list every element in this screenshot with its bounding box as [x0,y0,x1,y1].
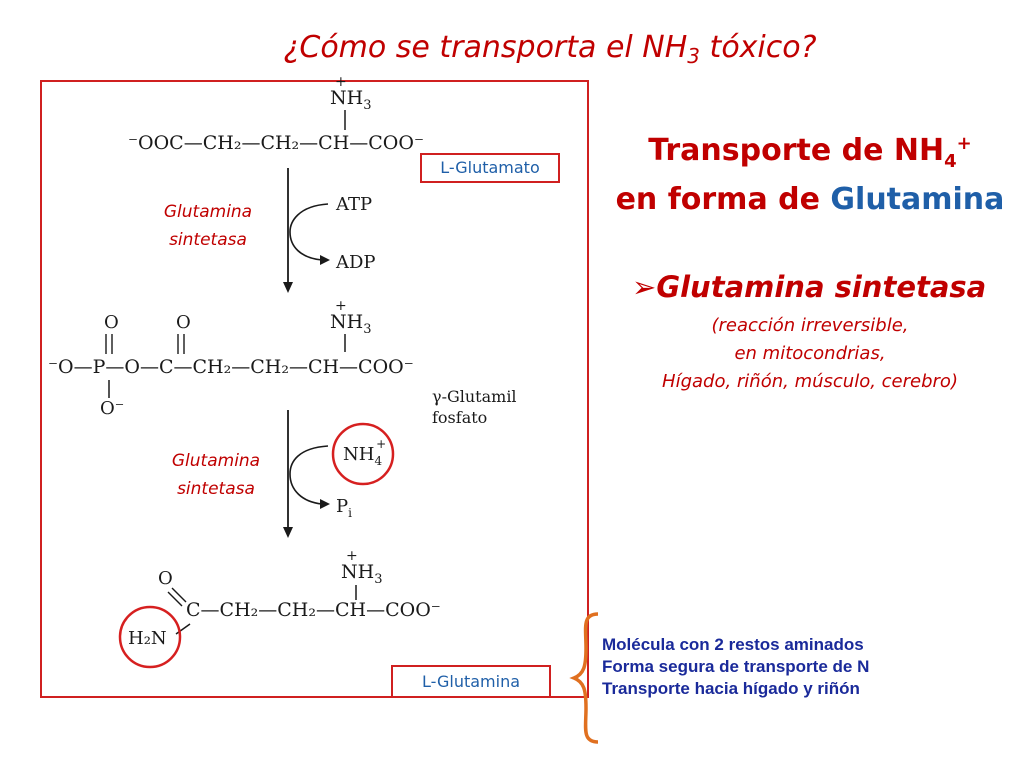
cofactor-arrowhead-2 [320,499,330,509]
glutamine-plus: + [346,548,358,564]
step1-arrows: ATP ADP [283,168,376,293]
glutamate-chain: ⁻OOC—CH₂—CH₂—CH—COO⁻ [128,132,424,154]
enzyme-note-line: Hígado, riñón, músculo, cerebro) [662,371,958,392]
heading-text: en forma de [615,182,831,217]
heading-highlight: Glutamina [830,182,1005,217]
nh4-highlight-circle [331,422,395,486]
cofactor-curve-2 [289,445,329,505]
curly-brace-icon [569,612,599,744]
glutamine-note-line: Transporte hacia hígado y riñón [602,679,860,698]
right-heading-line2: en forma de Glutamina [600,182,1020,217]
ggp-label-line2: fosfato [432,408,487,427]
ggp-label-line1: γ-Glutamil [432,387,517,406]
glutamine-structure: + NH3 O C—CH₂—CH₂—CH—COO⁻ H₂N [118,548,441,669]
glutamate-nh3: NH3 [330,87,371,113]
ggp-plus: + [335,298,347,314]
glutamine-label: L-Glutamina [391,665,551,698]
enzyme-note-line: (reacción irreversible, [711,315,909,336]
glutamate-structure: + NH3 ⁻OOC—CH₂—CH₂—CH—COO⁻ [128,74,424,154]
arrow-bullet-icon: ➢ [632,270,657,304]
bullet-text: Glutamina sintetasa [656,270,987,304]
reaction-arrowhead-1 [283,282,293,293]
ggp-chain: ⁻O—P—O—C—CH₂—CH₂—CH—COO⁻ [48,356,414,378]
ggp-o-bottom: O⁻ [100,398,124,419]
glutamine-chain: C—CH₂—CH₂—CH—COO⁻ [186,599,441,621]
ggp-o-top-2: O [176,312,191,333]
reaction-arrowhead-2 [283,527,293,538]
enzyme-label-line2: sintetasa [177,479,255,499]
double-bond-line [171,587,187,603]
cofactor-arrowhead-1 [320,255,330,265]
glutamine-note-line: Molécula con 2 restos aminados [602,635,864,654]
heading-sup: + [956,133,972,154]
glutamate-label: L-Glutamato [420,153,560,183]
glutamine-notes: Molécula con 2 restos aminados Forma seg… [602,634,1012,700]
enzyme-label-2: Glutamina sintetasa [148,447,284,503]
page-title: ¿Cómo se transporta el NH3 tóxico? [0,30,1024,68]
enzyme-note-line: en mitocondrias, [734,343,886,364]
glutamine-o-top: O [158,568,173,589]
double-bond-line [167,591,183,607]
title-subscript: 3 [687,44,701,68]
glutamine-h2n: H₂N [128,628,167,649]
enzyme-notes: (reacción irreversible, en mitocondrias,… [620,312,1000,396]
cofactor-curve-1 [289,203,329,261]
heading-text: Transporte de NH [648,133,945,168]
glutamine-nh3: NH3 [341,561,382,587]
glutamate-plus: + [335,74,347,90]
reaction-scheme-frame [40,80,589,698]
step2-arrows: NH4+ Pi [283,410,395,538]
bullet-enzyme: ➢Glutamina sintetasa [632,270,986,304]
enzyme-label-line1: Glutamina [163,202,253,222]
enzyme-label-1: Glutamina sintetasa [140,198,276,254]
nh4-label: NH4+ [343,437,386,468]
bond-line [175,623,191,635]
enzyme-label-line2: sintetasa [169,230,247,250]
gamma-glutamyl-phosphate-structure: + NH3 O O ⁻O—P—O—C—CH₂—CH₂—CH—COO⁻ O⁻ γ-… [48,298,517,427]
ggp-nh3: NH3 [330,311,371,337]
glutamine-note-line: Forma segura de transporte de N [602,657,870,676]
enzyme-label-line1: Glutamina [171,451,261,471]
ggp-o-top-1: O [104,312,119,333]
title-text-end: tóxico? [700,30,817,65]
heading-sub: 4 [944,151,957,172]
atp-label: ATP [335,194,372,215]
pi-label: Pi [336,496,352,520]
right-heading-line1: Transporte de NH4+ [600,133,1020,172]
h2n-highlight-circle [118,605,182,669]
adp-label: ADP [335,252,376,273]
title-text: ¿Cómo se transporta el NH [283,30,688,65]
